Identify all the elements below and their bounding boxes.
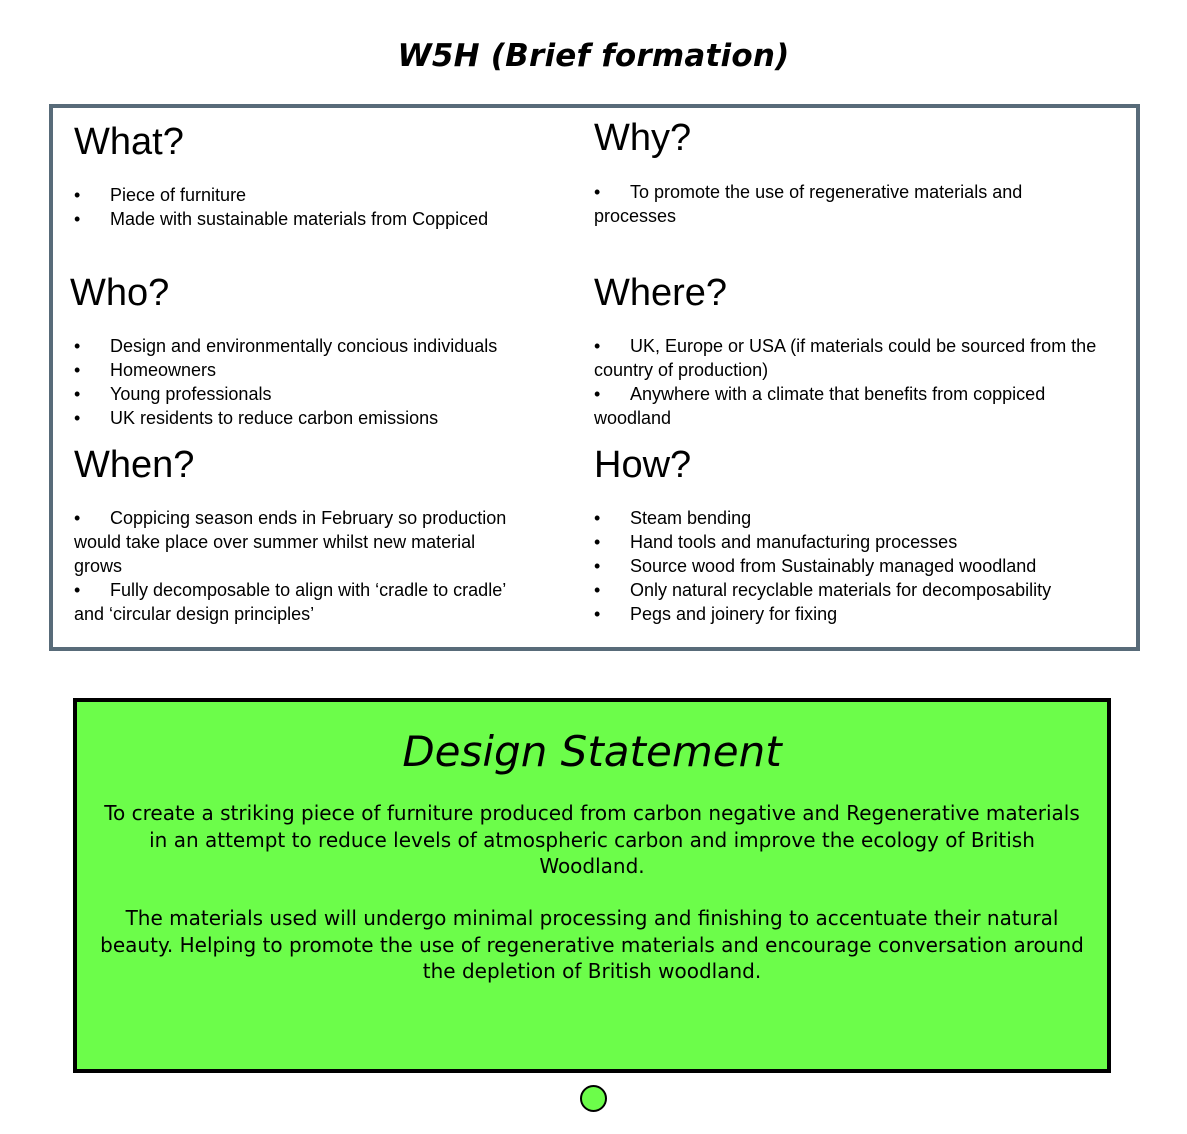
page-title: W5H (Brief formation) xyxy=(397,38,790,74)
section-what: What? Piece of furniture Made with susta… xyxy=(74,120,544,231)
bullet-list-when: •Coppicing season ends in February so pr… xyxy=(74,506,524,626)
section-heading-what: What? xyxy=(74,121,184,163)
list-item: •To promote the use of regenerative mate… xyxy=(594,182,1023,226)
list-item: Young professionals xyxy=(74,382,550,406)
list-item: •Coppicing season ends in February so pr… xyxy=(74,508,507,576)
section-why: Why? •To promote the use of regenerative… xyxy=(594,116,1104,228)
design-statement-title: Design Statement xyxy=(402,727,782,776)
list-item: •Source wood from Sustainably managed wo… xyxy=(594,556,1037,576)
list-item: •Fully decomposable to align with ‘cradl… xyxy=(74,580,506,624)
w5h-panel: What? Piece of furniture Made with susta… xyxy=(49,104,1140,651)
section-who: Who? Design and environmentally concious… xyxy=(70,271,550,430)
design-statement-box: Design Statement To create a striking pi… xyxy=(73,698,1111,1073)
list-item: Made with sustainable materials from Cop… xyxy=(74,207,544,231)
section-where: Where? •UK, Europe or USA (if materials … xyxy=(594,271,1109,430)
list-item: •Steam bending xyxy=(594,508,752,528)
list-item: •Pegs and joinery for fixing xyxy=(594,604,838,624)
bullet-list-where: •UK, Europe or USA (if materials could b… xyxy=(594,334,1109,430)
list-item: Homeowners xyxy=(74,358,550,382)
bullet-list-who: Design and environmentally concious indi… xyxy=(74,334,550,430)
list-item: •UK, Europe or USA (if materials could b… xyxy=(594,336,1097,380)
list-item: Piece of furniture xyxy=(74,183,544,207)
list-item: •Only natural recyclable materials for d… xyxy=(594,580,1052,600)
slide-handle-dot[interactable] xyxy=(580,1085,607,1112)
section-heading-how: How? xyxy=(594,444,692,486)
design-statement-paragraph-1: To create a striking piece of furniture … xyxy=(104,801,1080,878)
list-item: UK residents to reduce carbon emissions xyxy=(74,406,550,430)
bullet-list-what: Piece of furniture Made with sustainable… xyxy=(74,183,544,231)
bullet-list-how: •Steam bending •Hand tools and manufactu… xyxy=(594,506,1064,626)
bullet-list-why: •To promote the use of regenerative mate… xyxy=(594,180,1104,228)
section-heading-when: When? xyxy=(74,444,195,486)
list-item: •Hand tools and manufacturing processes xyxy=(594,532,958,552)
section-heading-who: Who? xyxy=(70,272,170,314)
section-heading-why: Why? xyxy=(594,117,692,159)
section-when: When? •Coppicing season ends in February… xyxy=(74,443,524,626)
section-how: How? •Steam bending •Hand tools and manu… xyxy=(594,443,1064,626)
section-heading-where: Where? xyxy=(594,272,728,314)
list-item: Design and environmentally concious indi… xyxy=(74,334,550,358)
list-item: •Anywhere with a climate that benefits f… xyxy=(594,384,1046,428)
design-statement-paragraph-2: The materials used will undergo minimal … xyxy=(100,906,1084,983)
